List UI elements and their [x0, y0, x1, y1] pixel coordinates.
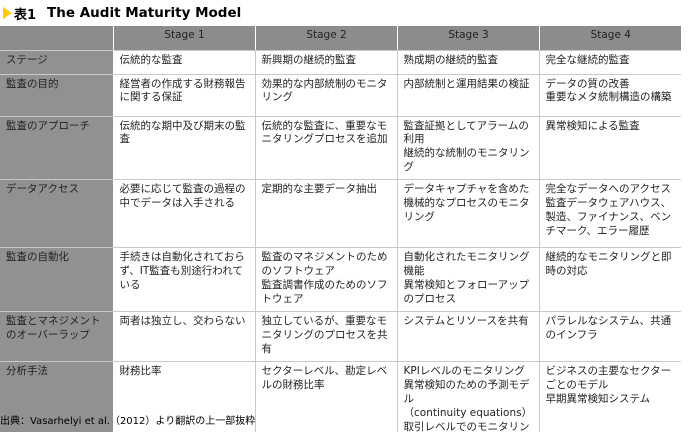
cell-r2-stage2: 効果的な内部統制のモニタリング	[255, 74, 398, 117]
table-row: 監査のアプローチ伝統的な期中及び期末の監査伝統的な監査に、重要なモニタリングプロ…	[0, 116, 681, 181]
row-label-7: 分析手法	[0, 361, 114, 432]
cell-r1-stage4: 完全な継続的監査	[539, 50, 681, 75]
table-corner-cell	[0, 26, 114, 51]
triangle-right-icon	[3, 7, 12, 19]
header-row: Stage 1 Stage 2 Stage 3 Stage 4	[0, 26, 681, 51]
row-label-6: 監査とマネジメントのオーバーラップ	[0, 311, 114, 363]
row-label-3: 監査のアプローチ	[0, 116, 114, 181]
cell-r7-stage3: KPIレベルのモニタリング異常検知のための予測モデル（continuity eq…	[397, 361, 540, 432]
table-row: 監査とマネジメントのオーバーラップ両者は独立し、交わらない独立しているが、重要な…	[0, 311, 681, 363]
table-row: 監査の自動化手続きは自動化されておらず、IT監査も別途行われている監査のマネジメ…	[0, 247, 681, 313]
cell-r5-stage2: 監査のマネジメントのためのソフトウェア監査調書作成のためのソフトウェア	[255, 247, 398, 313]
audit-maturity-table-wrapper: Stage 1 Stage 2 Stage 3 Stage 4 ステージ伝統的な…	[0, 26, 681, 432]
row-label-1: ステージ	[0, 50, 114, 75]
cell-r3-stage1: 伝統的な期中及び期末の監査	[113, 116, 256, 181]
table-row: データアクセス必要に応じて監査の過程の中でデータは入手される定期的な主要データ抽…	[0, 179, 681, 249]
cell-r4-stage4: 完全なデータへのアクセス監査データウェアハウス、製造、ファイナンス、ベンチマーク…	[539, 179, 681, 249]
table-row: 監査の目的経営者の作成する財務報告に関する保証効果的な内部統制のモニタリング内部…	[0, 74, 681, 117]
column-header-stage-3: Stage 3	[397, 26, 540, 51]
cell-r6-stage1: 両者は独立し、交わらない	[113, 311, 256, 363]
cell-r5-stage1: 手続きは自動化されておらず、IT監査も別途行われている	[113, 247, 256, 313]
cell-r5-stage4: 継続的なモニタリングと即時の対応	[539, 247, 681, 313]
cell-r3-stage2: 伝統的な監査に、重要なモニタリングプロセスを追加	[255, 116, 398, 181]
cell-r2-stage1: 経営者の作成する財務報告に関する保証	[113, 74, 256, 117]
source-note: 出典：Vasarhelyi et al.（2012）より翻訳の上一部抜粋	[0, 416, 256, 427]
cell-r1-stage1: 伝統的な監査	[113, 50, 256, 75]
cell-r4-stage3: データキャプチャを含めた機械的なプロセスのモニタリング	[397, 179, 540, 249]
cell-r4-stage1: 必要に応じて監査の過程の中でデータは入手される	[113, 179, 256, 249]
table-body: ステージ伝統的な監査新興期の継続的監査熟成期の継続的監査完全な継続的監査監査の目…	[0, 50, 681, 432]
cell-r7-stage2: セクターレベル、勘定レベルの財務比率	[255, 361, 398, 432]
figure-number: 表1	[14, 7, 37, 23]
cell-r1-stage2: 新興期の継続的監査	[255, 50, 398, 75]
figure-title-text: The Audit Maturity Model	[47, 5, 242, 21]
column-header-stage-4: Stage 4	[539, 26, 681, 51]
cell-r3-stage4: 異常検知による監査	[539, 116, 681, 181]
cell-r3-stage3: 監査証拠としてアラームの利用継続的な統制のモニタリング	[397, 116, 540, 181]
row-label-2: 監査の目的	[0, 74, 114, 117]
cell-r2-stage4: データの質の改善重要なメタ統制構造の構築	[539, 74, 681, 117]
cell-r2-stage3: 内部統制と運用結果の検証	[397, 74, 540, 117]
cell-r5-stage3: 自動化されたモニタリング機能異常検知とフォローアップのプロセス	[397, 247, 540, 313]
cell-r4-stage2: 定期的な主要データ抽出	[255, 179, 398, 249]
cell-r1-stage3: 熟成期の継続的監査	[397, 50, 540, 75]
column-header-stage-2: Stage 2	[255, 26, 398, 51]
cell-r7-stage1: 財務比率	[113, 361, 256, 432]
row-label-5: 監査の自動化	[0, 247, 114, 313]
row-label-4: データアクセス	[0, 179, 114, 249]
table-row: ステージ伝統的な監査新興期の継続的監査熟成期の継続的監査完全な継続的監査	[0, 50, 681, 75]
cell-r6-stage4: パラレルなシステム、共通のインフラ	[539, 311, 681, 363]
cell-r6-stage2: 独立しているが、重要なモニタリングのプロセスを共有	[255, 311, 398, 363]
figure-title: 表1 The Audit Maturity Model	[0, 0, 700, 26]
column-header-stage-1: Stage 1	[113, 26, 256, 51]
audit-maturity-table: Stage 1 Stage 2 Stage 3 Stage 4 ステージ伝統的な…	[0, 26, 681, 432]
cell-r7-stage4: ビジネスの主要なセクターごとのモデル早期異常検知システム	[539, 361, 681, 432]
cell-r6-stage3: システムとリソースを共有	[397, 311, 540, 363]
table-head: Stage 1 Stage 2 Stage 3 Stage 4	[0, 26, 681, 51]
